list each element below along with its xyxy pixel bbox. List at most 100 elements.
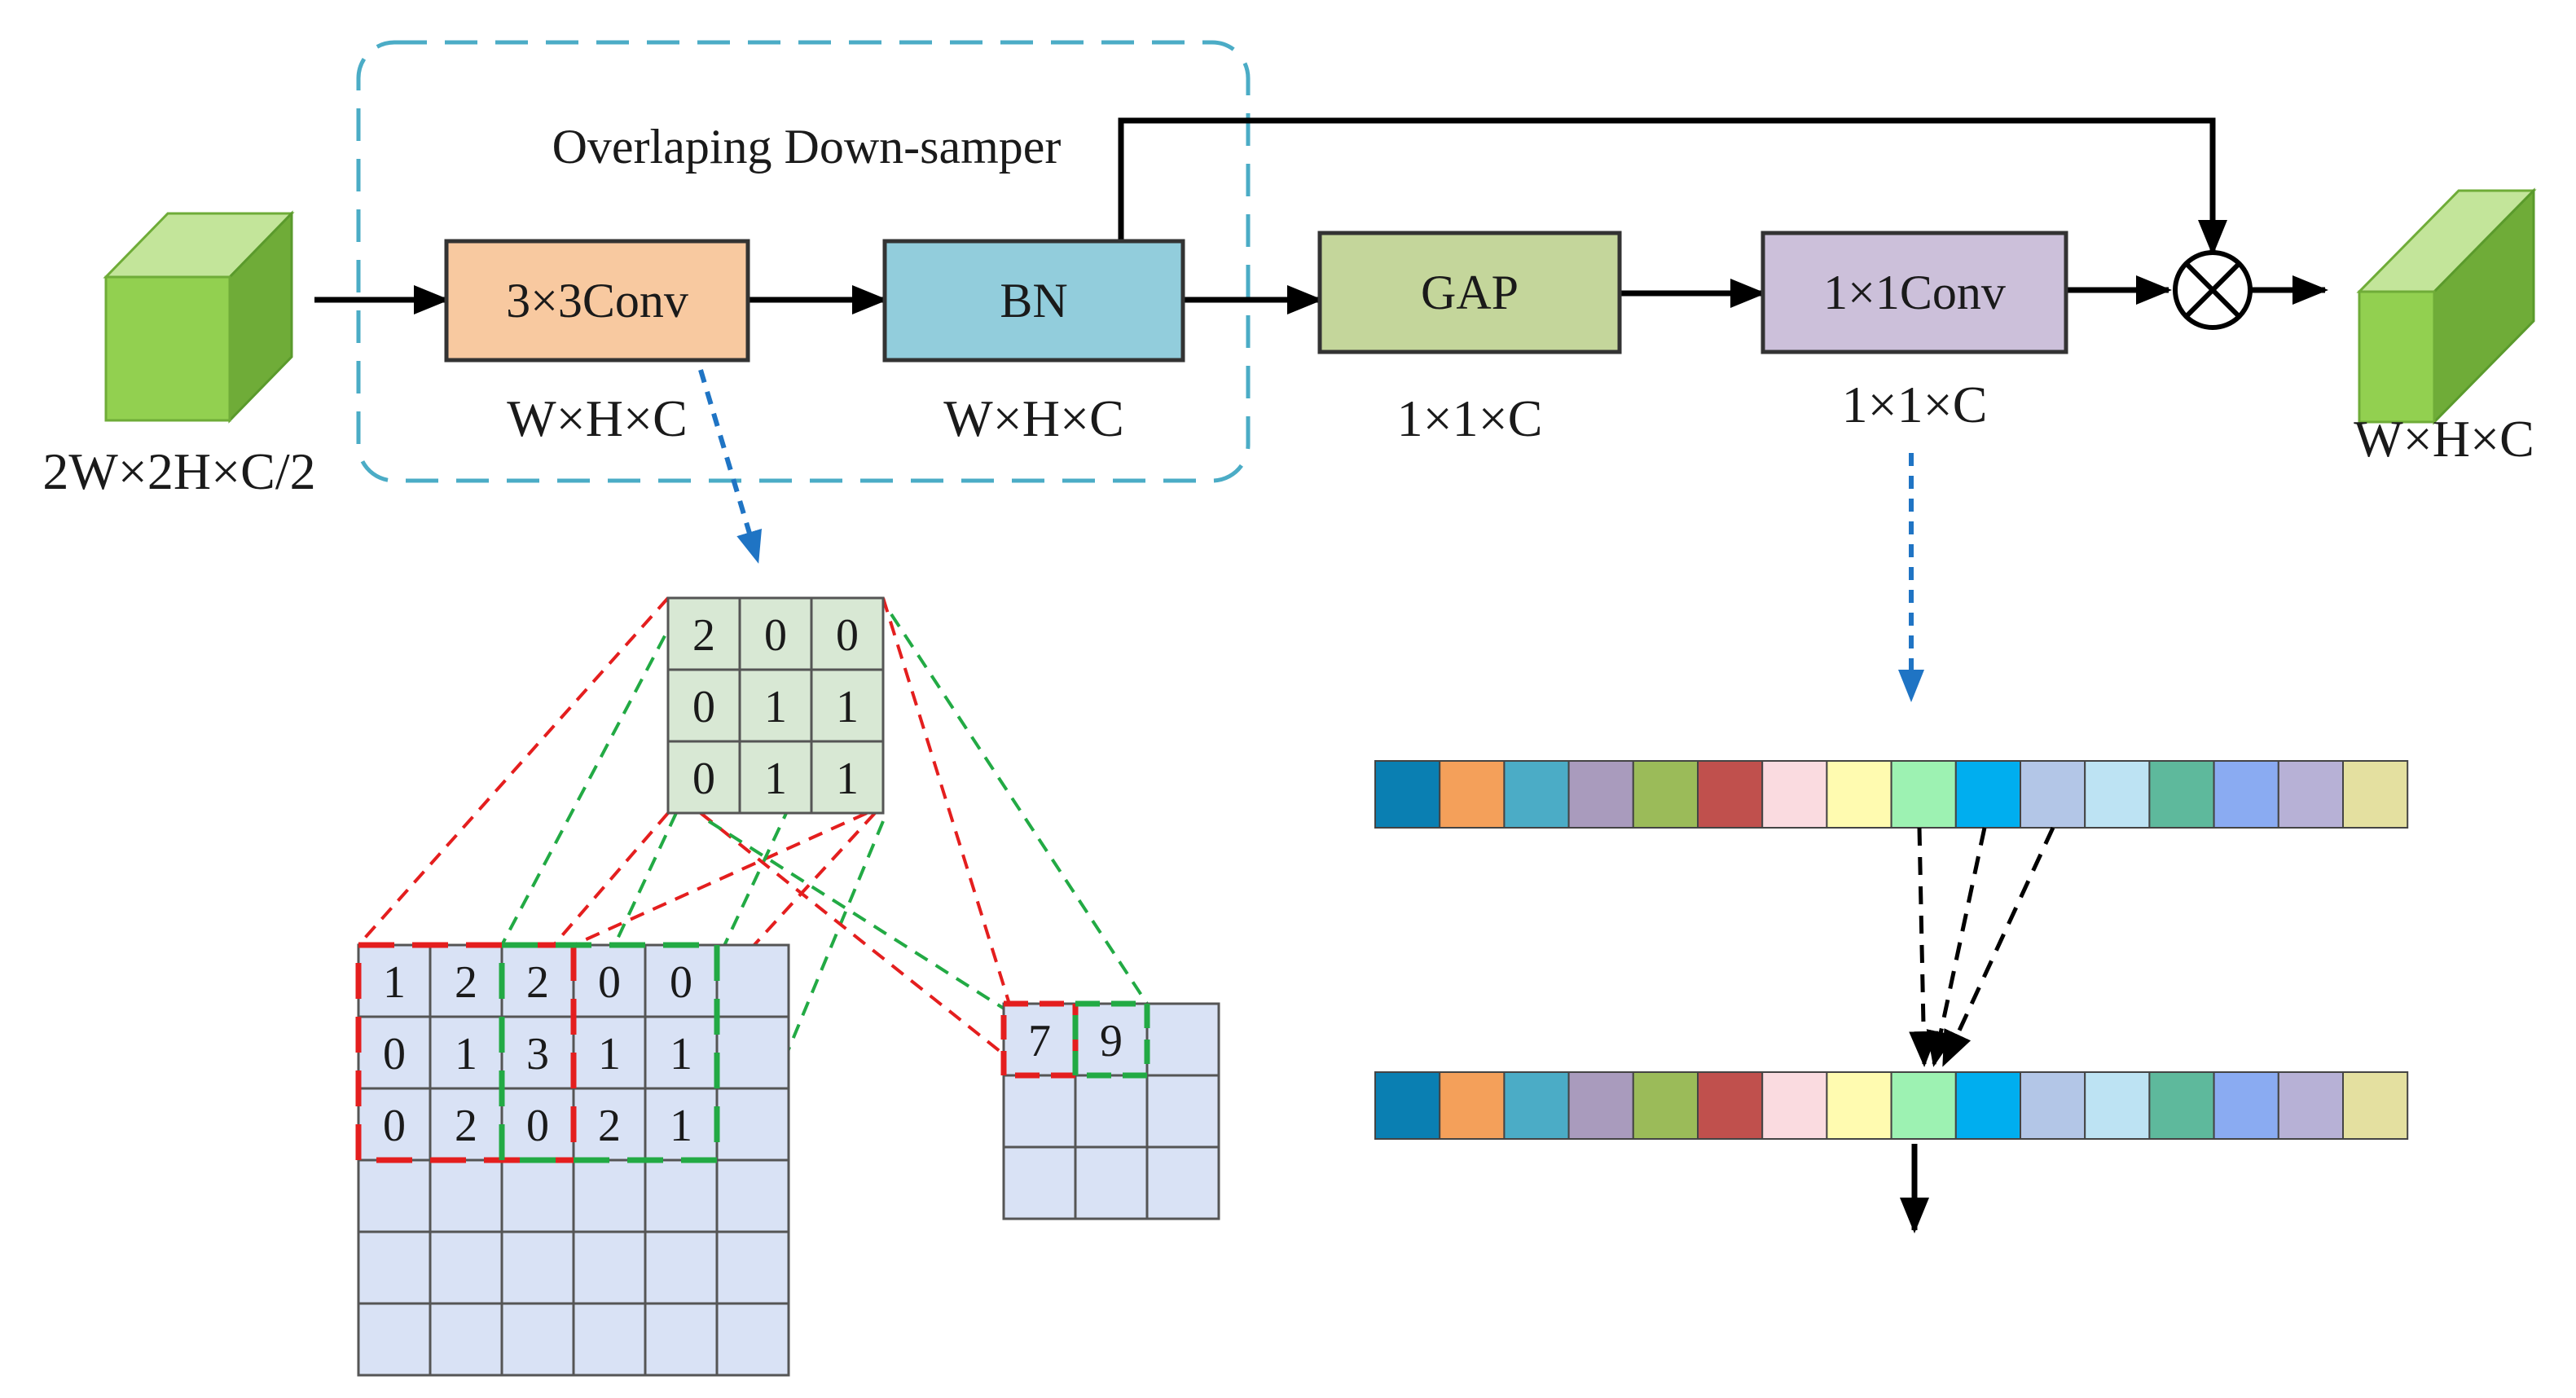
block-gap-label: GAP [1421, 266, 1519, 319]
input-grid-cell [357, 1230, 432, 1305]
kernel-cell-value: 2 [692, 610, 715, 661]
input-grid-cell [572, 1230, 647, 1305]
before-channel-cell [1954, 760, 2022, 829]
input-grid-cell [572, 1158, 647, 1233]
projection-line [573, 811, 868, 947]
block-conv3-dims: W×H×C [507, 389, 688, 447]
block-conv1: 1×1Conv 1×1×C [1761, 231, 2068, 433]
input-grid-cell [715, 1015, 790, 1090]
output-grid-cell [1145, 1074, 1220, 1149]
output-grid-cell [1074, 1145, 1149, 1220]
after-channel-cell [1567, 1071, 1634, 1140]
kernel-cell-value: 0 [764, 610, 787, 661]
input-grid-cell-value: 2 [455, 1101, 477, 1151]
input-grid-cell-value: 2 [526, 957, 549, 1008]
input-grid-cell [644, 943, 719, 1018]
after-channel-cell [1503, 1071, 1570, 1140]
kernel-cell [810, 596, 885, 671]
before-channel-cell [1826, 760, 1892, 829]
input-grid-cell [644, 1230, 719, 1305]
input-grid-cell [429, 1302, 503, 1377]
before-channel-cell [2148, 760, 2215, 829]
projection-line [500, 613, 678, 946]
input-grid-cell [715, 1158, 790, 1233]
green-conv-window [499, 942, 720, 1163]
input-grid-cell-value: 0 [526, 1101, 549, 1151]
input-grid-cell [429, 1015, 503, 1090]
kernel-cell-value: 1 [764, 682, 787, 732]
input-grid-cell-value: 1 [598, 1029, 621, 1079]
kernel-cell [666, 668, 741, 743]
after-channel-cell [2084, 1071, 2151, 1140]
input-grid-cell [572, 943, 647, 1018]
input-dims-label: 2W×2H×C/2 [42, 442, 315, 500]
output-grid-cell-value: 9 [1100, 1016, 1123, 1066]
kernel-cell [738, 668, 813, 743]
after-channel-cell [2020, 1071, 2086, 1140]
input-grid-cell [715, 1302, 790, 1377]
before-channel-cell [2020, 760, 2086, 829]
channel-attention-arrows [1909, 826, 2055, 1067]
after-channel-cell [1761, 1071, 1828, 1140]
input-grid-cell [644, 1302, 719, 1377]
kernel-cell-value: 1 [764, 754, 787, 804]
downsampler-group-box [356, 40, 1251, 483]
output-grid-cell [1002, 1145, 1077, 1220]
input-grid-cell [644, 1015, 719, 1090]
kernel-cell-value: 0 [836, 610, 859, 661]
output-grid-cell [1074, 1074, 1149, 1149]
output-tensor-cube [2356, 187, 2537, 425]
after-channel-cell [1374, 1071, 1441, 1140]
before-channel-cell [1632, 760, 1699, 829]
red-conv-window [355, 942, 577, 1163]
input-grid-cell [357, 1302, 432, 1377]
output-grid-cell [1002, 1074, 1077, 1149]
input-grid-cell [357, 1158, 432, 1233]
after-channel-cell [2277, 1071, 2345, 1140]
block-conv1-dims: 1×1×C [1842, 376, 1988, 433]
input-grid-cell-value: 0 [383, 1101, 406, 1151]
block-bn: BN W×H×C [882, 239, 1185, 447]
input-grid-cell [572, 1015, 647, 1090]
input-grid-cell [429, 1158, 503, 1233]
block-conv3-box [444, 239, 750, 363]
before-channel-cell [1567, 760, 1634, 829]
after-channel-cell [2213, 1071, 2279, 1140]
kernel-cell-value: 0 [692, 682, 715, 732]
block-bn-label: BN [1000, 274, 1067, 328]
kernel-cell-value: 1 [836, 682, 859, 732]
block-conv1-box [1761, 231, 2068, 354]
input-grid-cell [500, 1015, 575, 1090]
output-grid-cell-value: 7 [1028, 1016, 1051, 1066]
input-grid-cell-value: 1 [383, 957, 406, 1008]
input-grid-cell [357, 943, 432, 1018]
green-output-cell [1072, 1000, 1150, 1079]
block-bn-dims: W×H×C [943, 389, 1124, 447]
block-conv1-label: 1×1Conv [1823, 266, 2006, 319]
input-grid-cell [500, 1158, 575, 1233]
block-bn-box [882, 239, 1185, 363]
after-channel-cell [1890, 1071, 1957, 1140]
input-grid-cell [429, 1230, 503, 1305]
projection-line [517, 812, 678, 1153]
output-grid-cell [1145, 1145, 1220, 1220]
output-dims-label: W×H×C [2354, 410, 2534, 468]
before-channel-cell [2342, 760, 2409, 829]
before-channel-cell [1503, 760, 1570, 829]
output-grid-cell [1145, 1002, 1220, 1077]
multiply-operator [2173, 250, 2253, 330]
block-gap: GAP 1×1×C [1317, 231, 1622, 447]
input-grid-cell-value: 0 [670, 957, 692, 1008]
before-channel-cell [1439, 760, 1506, 829]
input-grid-cell [715, 1087, 790, 1162]
input-grid-cell [429, 943, 503, 1018]
conv-window-highlights [355, 942, 1150, 1163]
after-channel-cell [2342, 1071, 2409, 1140]
block-gap-dims: 1×1×C [1397, 389, 1543, 447]
input-grid-cell [500, 943, 575, 1018]
before-channel-cell [1761, 760, 1828, 829]
